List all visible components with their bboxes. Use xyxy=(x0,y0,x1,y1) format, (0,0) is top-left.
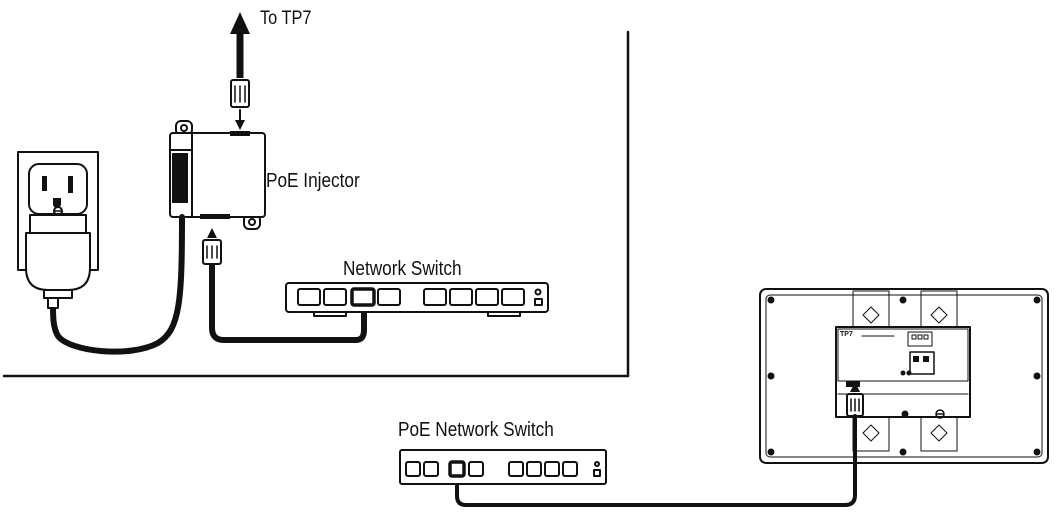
to-tp7-arrow xyxy=(230,12,250,78)
power-cord xyxy=(50,214,185,355)
label-poe-injector: PoE Injector xyxy=(266,170,360,192)
arrow-down-to-injector xyxy=(235,109,245,130)
poe-injector xyxy=(169,120,266,230)
patch-cable-tp7 xyxy=(455,414,857,507)
rj45-plug-top xyxy=(230,79,250,108)
label-network-switch: Network Switch xyxy=(343,258,462,280)
rj45-plug-injector-bottom xyxy=(202,228,222,265)
poe-network-switch xyxy=(399,449,607,485)
patch-cable-switch xyxy=(209,259,367,343)
label-poe-network-switch: PoE Network Switch xyxy=(398,419,554,441)
network-switch xyxy=(285,282,549,317)
tp7-panel-badge: TP7 xyxy=(840,331,853,338)
power-adapter xyxy=(25,214,91,309)
wall-boundary xyxy=(2,30,630,378)
label-to-tp7: To TP7 xyxy=(260,8,312,29)
tp7-panel xyxy=(759,288,1049,464)
